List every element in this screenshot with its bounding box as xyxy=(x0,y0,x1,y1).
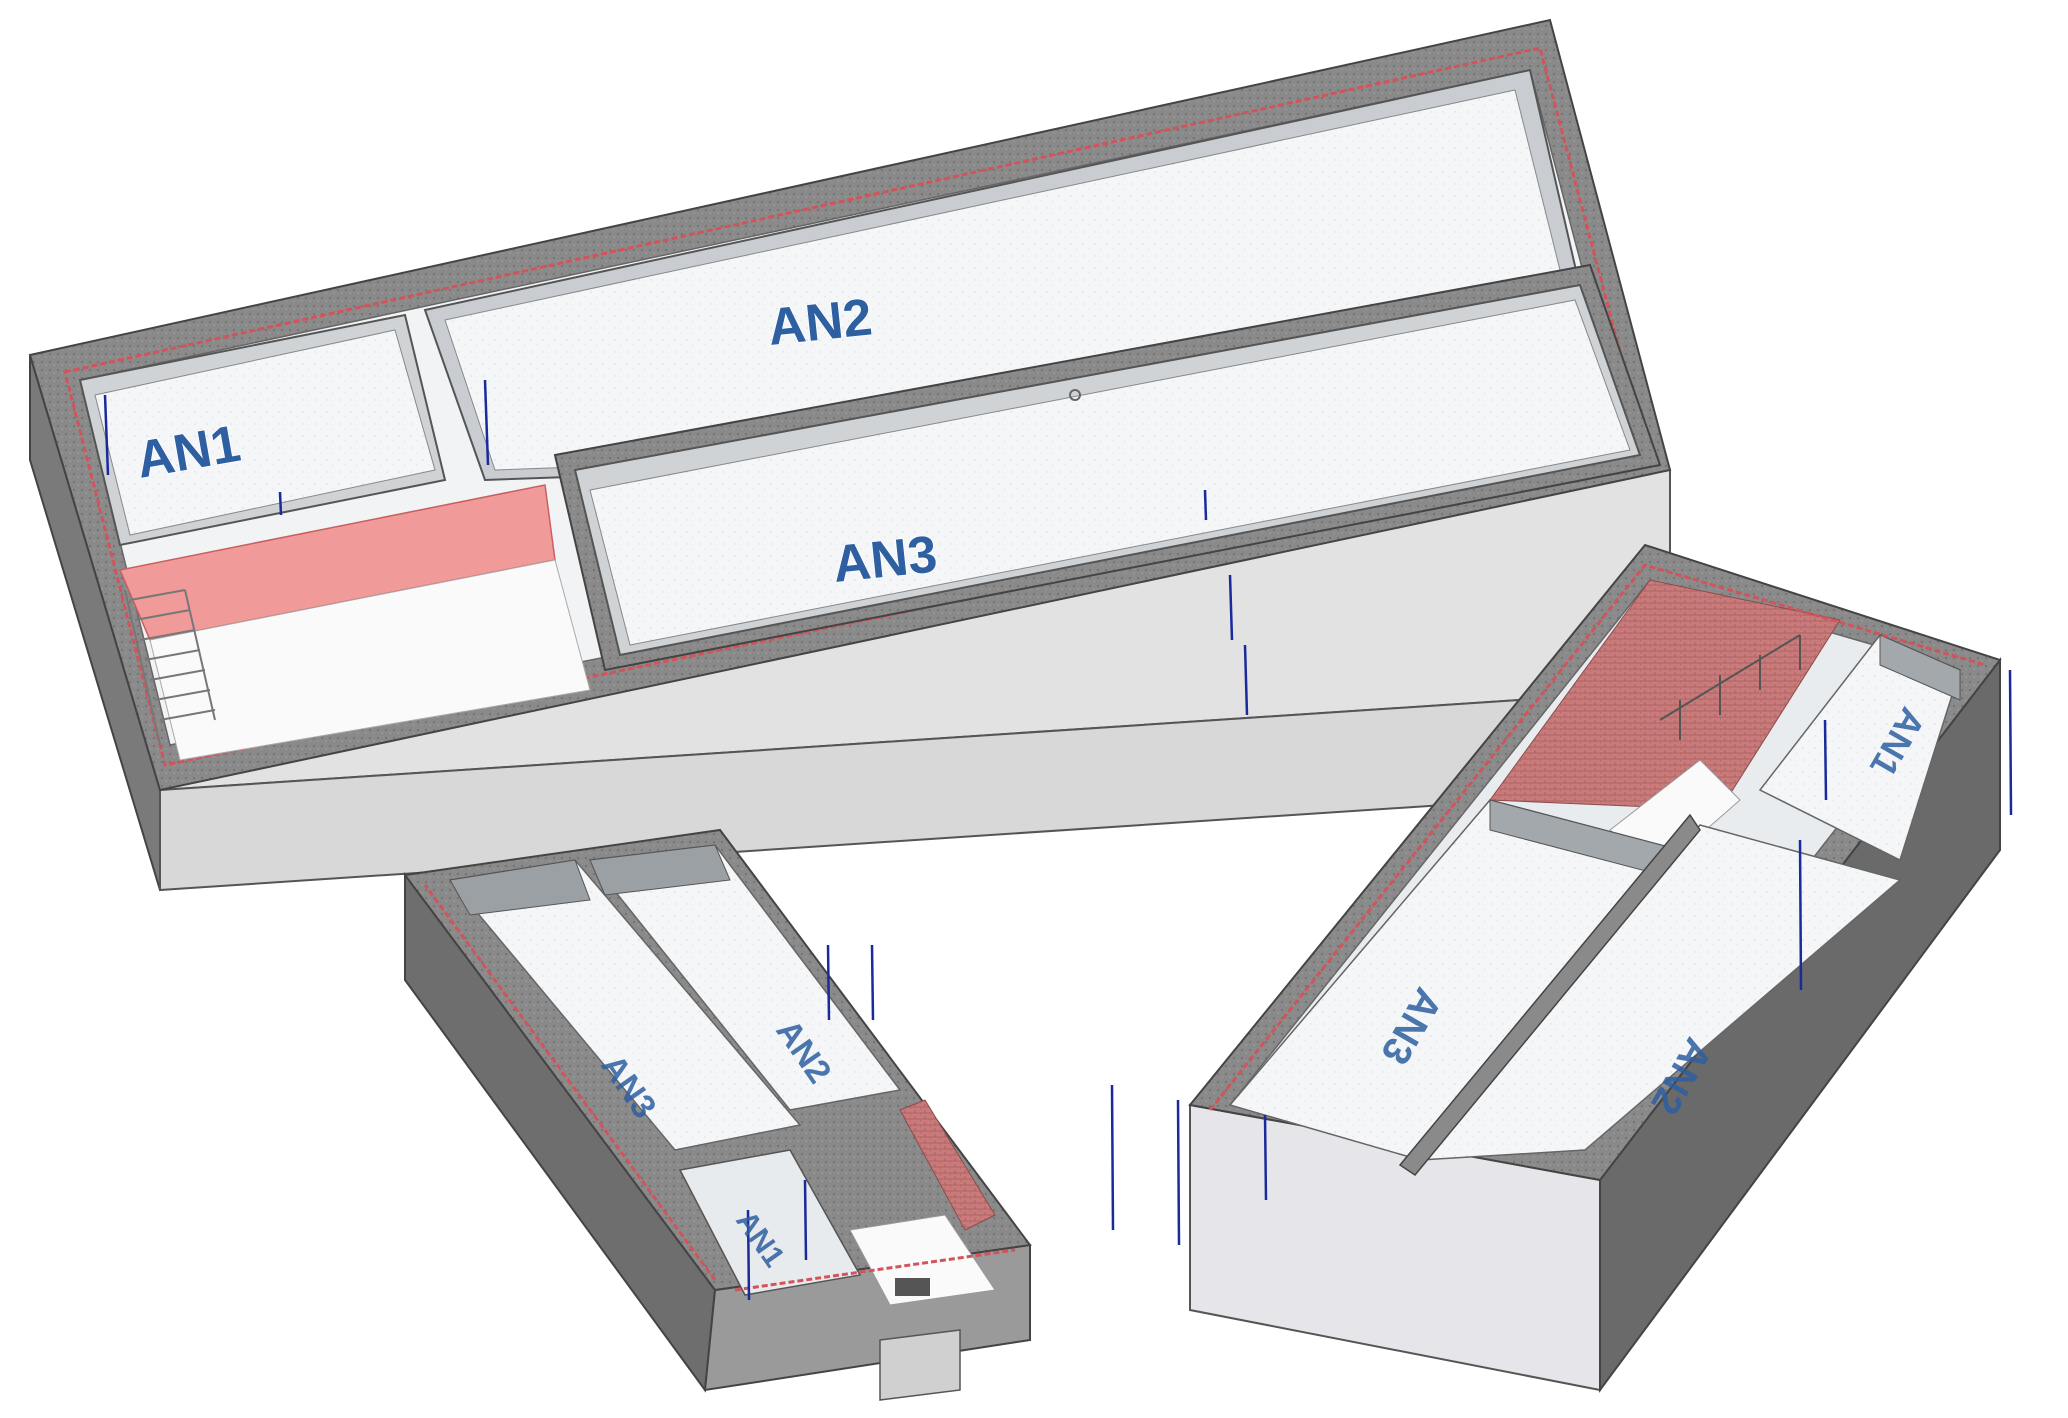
top-model-stair xyxy=(124,589,216,746)
bottom-left-basin-model: AN3 AN2 AN1 xyxy=(403,828,1032,1401)
bl-drain-grate xyxy=(895,1278,930,1296)
top-model-corridor-floor xyxy=(149,559,591,761)
an1-chamber-floor xyxy=(94,329,436,536)
bottom-right-basin-model: AN1 AN3 AN2 xyxy=(1188,543,2013,1394)
bl-small-chamber xyxy=(678,1149,862,1296)
room-label-an3: AN3 xyxy=(830,525,940,594)
top-model-drain xyxy=(1069,389,1081,401)
bl-red-liner-2 xyxy=(734,1248,1016,1292)
bl-red-liner xyxy=(423,884,717,1281)
top-model-pipes xyxy=(103,379,1249,716)
bl-chamber-right-wall xyxy=(589,844,731,896)
br-pipes xyxy=(1263,669,2013,1201)
bl-corridor-floor xyxy=(849,1214,996,1306)
bl-sump xyxy=(879,1329,961,1401)
room-label-an2: AN2 xyxy=(765,288,875,357)
br-stair-railing xyxy=(1659,634,1801,740)
bl-pipes xyxy=(746,944,875,1301)
br-red-liner xyxy=(1208,563,1986,1111)
an3-chamber-floor xyxy=(589,299,1631,646)
bl-brick-wall xyxy=(899,1099,996,1231)
br-an1-wall xyxy=(1879,634,1961,701)
bl-chamber-left-wall xyxy=(449,859,591,916)
top-basin-model: AN1 AN2 AN3 xyxy=(28,18,1672,892)
br-divider-wall xyxy=(1398,813,1701,1176)
center-pipes xyxy=(1110,1084,1181,1246)
top-model-red-liner xyxy=(63,46,1650,767)
